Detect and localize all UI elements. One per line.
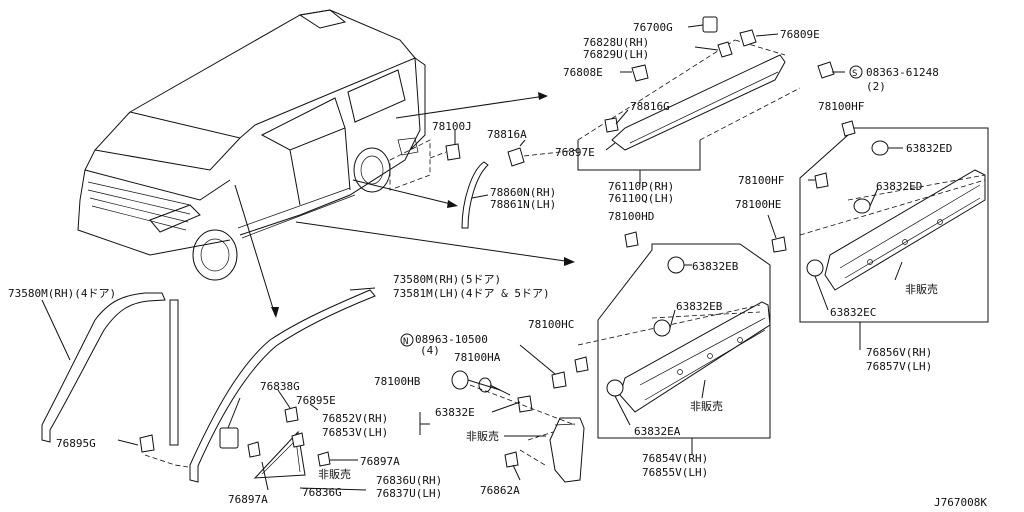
rear-side-moulding-assembly bbox=[767, 120, 989, 323]
label-not-sold-bracket: 非販売 bbox=[318, 468, 351, 481]
label-76838G: 76838G bbox=[260, 380, 300, 393]
label-63832EA: 63832EA bbox=[634, 425, 681, 438]
label-76855V: 76855V(LH) bbox=[642, 466, 708, 479]
label-63832EC: 63832EC bbox=[830, 306, 876, 319]
label-not-sold-right: 非販売 bbox=[905, 283, 938, 296]
circled-n-icon: N bbox=[400, 333, 414, 347]
van-illustration bbox=[77, 9, 426, 281]
label-73580M-rh-5door: 73580M(RH)(5ドア) bbox=[393, 273, 501, 286]
label-78100HF-a: 78100HF bbox=[818, 100, 864, 113]
label-76854V: 76854V(RH) bbox=[642, 452, 708, 465]
label-78816A: 78816A bbox=[487, 128, 527, 141]
label-78860N: 78860N(RH) bbox=[490, 186, 556, 199]
label-76808E: 76808E bbox=[563, 66, 603, 79]
mudguard-assembly bbox=[219, 344, 585, 491]
label-78100HF-b: 78100HF bbox=[738, 174, 784, 187]
label-76856V: 76856V(RH) bbox=[866, 346, 932, 359]
label-76852V: 76852V(RH) bbox=[322, 412, 388, 425]
label-63832E: 63832E bbox=[435, 406, 475, 419]
label-78861N: 78861N(LH) bbox=[490, 198, 556, 211]
label-63832ED-a: 63832ED bbox=[906, 142, 952, 155]
label-63832ED-b: 63832ED bbox=[876, 180, 922, 193]
label-76895G: 76895G bbox=[56, 437, 96, 450]
side-sill-moulding-assembly bbox=[574, 231, 771, 439]
diagram-code: J767008K bbox=[934, 496, 987, 509]
label-not-sold-mudguard: 非販売 bbox=[466, 430, 499, 443]
label-76897E: 76897E bbox=[555, 146, 595, 159]
label-78816G: 78816G bbox=[630, 100, 670, 113]
label-76897A-a: 76897A bbox=[360, 455, 400, 468]
label-76836U: 76836U(RH) bbox=[376, 474, 442, 487]
label-73581M: 73581M(LH)(4ドア & 5ドア) bbox=[393, 287, 550, 300]
label-73580M-rh-4door: 73580M(RH)(4ドア) bbox=[8, 287, 116, 300]
label-08363: 08363-61248 bbox=[866, 66, 939, 79]
svg-text:S: S bbox=[852, 69, 857, 79]
label-connectors bbox=[299, 180, 861, 491]
label-63832EB-a: 63832EB bbox=[692, 260, 739, 273]
label-78100HD: 78100HD bbox=[608, 210, 654, 223]
label-78100HC: 78100HC bbox=[528, 318, 574, 331]
label-78100HB: 78100HB bbox=[374, 375, 421, 388]
door-weatherstrips bbox=[41, 287, 376, 483]
label-08363-qty: (2) bbox=[866, 80, 886, 93]
label-76809E: 76809E bbox=[780, 28, 820, 41]
label-78100HA: 78100HA bbox=[454, 351, 501, 364]
label-76862A: 76862A bbox=[480, 484, 520, 497]
label-76857V: 76857V(LH) bbox=[866, 360, 932, 373]
svg-text:N: N bbox=[403, 337, 408, 347]
label-76897A-b: 76897A bbox=[228, 493, 268, 506]
label-not-sold-center: 非販売 bbox=[690, 400, 723, 413]
rear-garnish-assembly bbox=[389, 16, 845, 229]
leader-arrows bbox=[234, 92, 575, 318]
label-08963: 08963-10500 bbox=[415, 333, 488, 346]
label-76895E: 76895E bbox=[296, 394, 336, 407]
circled-s-icon: S bbox=[849, 65, 863, 79]
label-76837U: 76837U(LH) bbox=[376, 487, 442, 500]
label-78100J: 78100J bbox=[432, 120, 472, 133]
label-08963-qty: (4) bbox=[420, 344, 440, 357]
label-76700G: 76700G bbox=[633, 21, 673, 34]
label-76828U: 76828U(RH) bbox=[583, 36, 649, 49]
label-76853V: 76853V(LH) bbox=[322, 426, 388, 439]
label-76110Q: 76110Q(LH) bbox=[608, 192, 674, 205]
label-76110P: 76110P(RH) bbox=[608, 180, 674, 193]
label-76829U: 76829U(LH) bbox=[583, 48, 649, 61]
label-78100HE: 78100HE bbox=[735, 198, 781, 211]
label-63832EB-b: 63832EB bbox=[676, 300, 723, 313]
